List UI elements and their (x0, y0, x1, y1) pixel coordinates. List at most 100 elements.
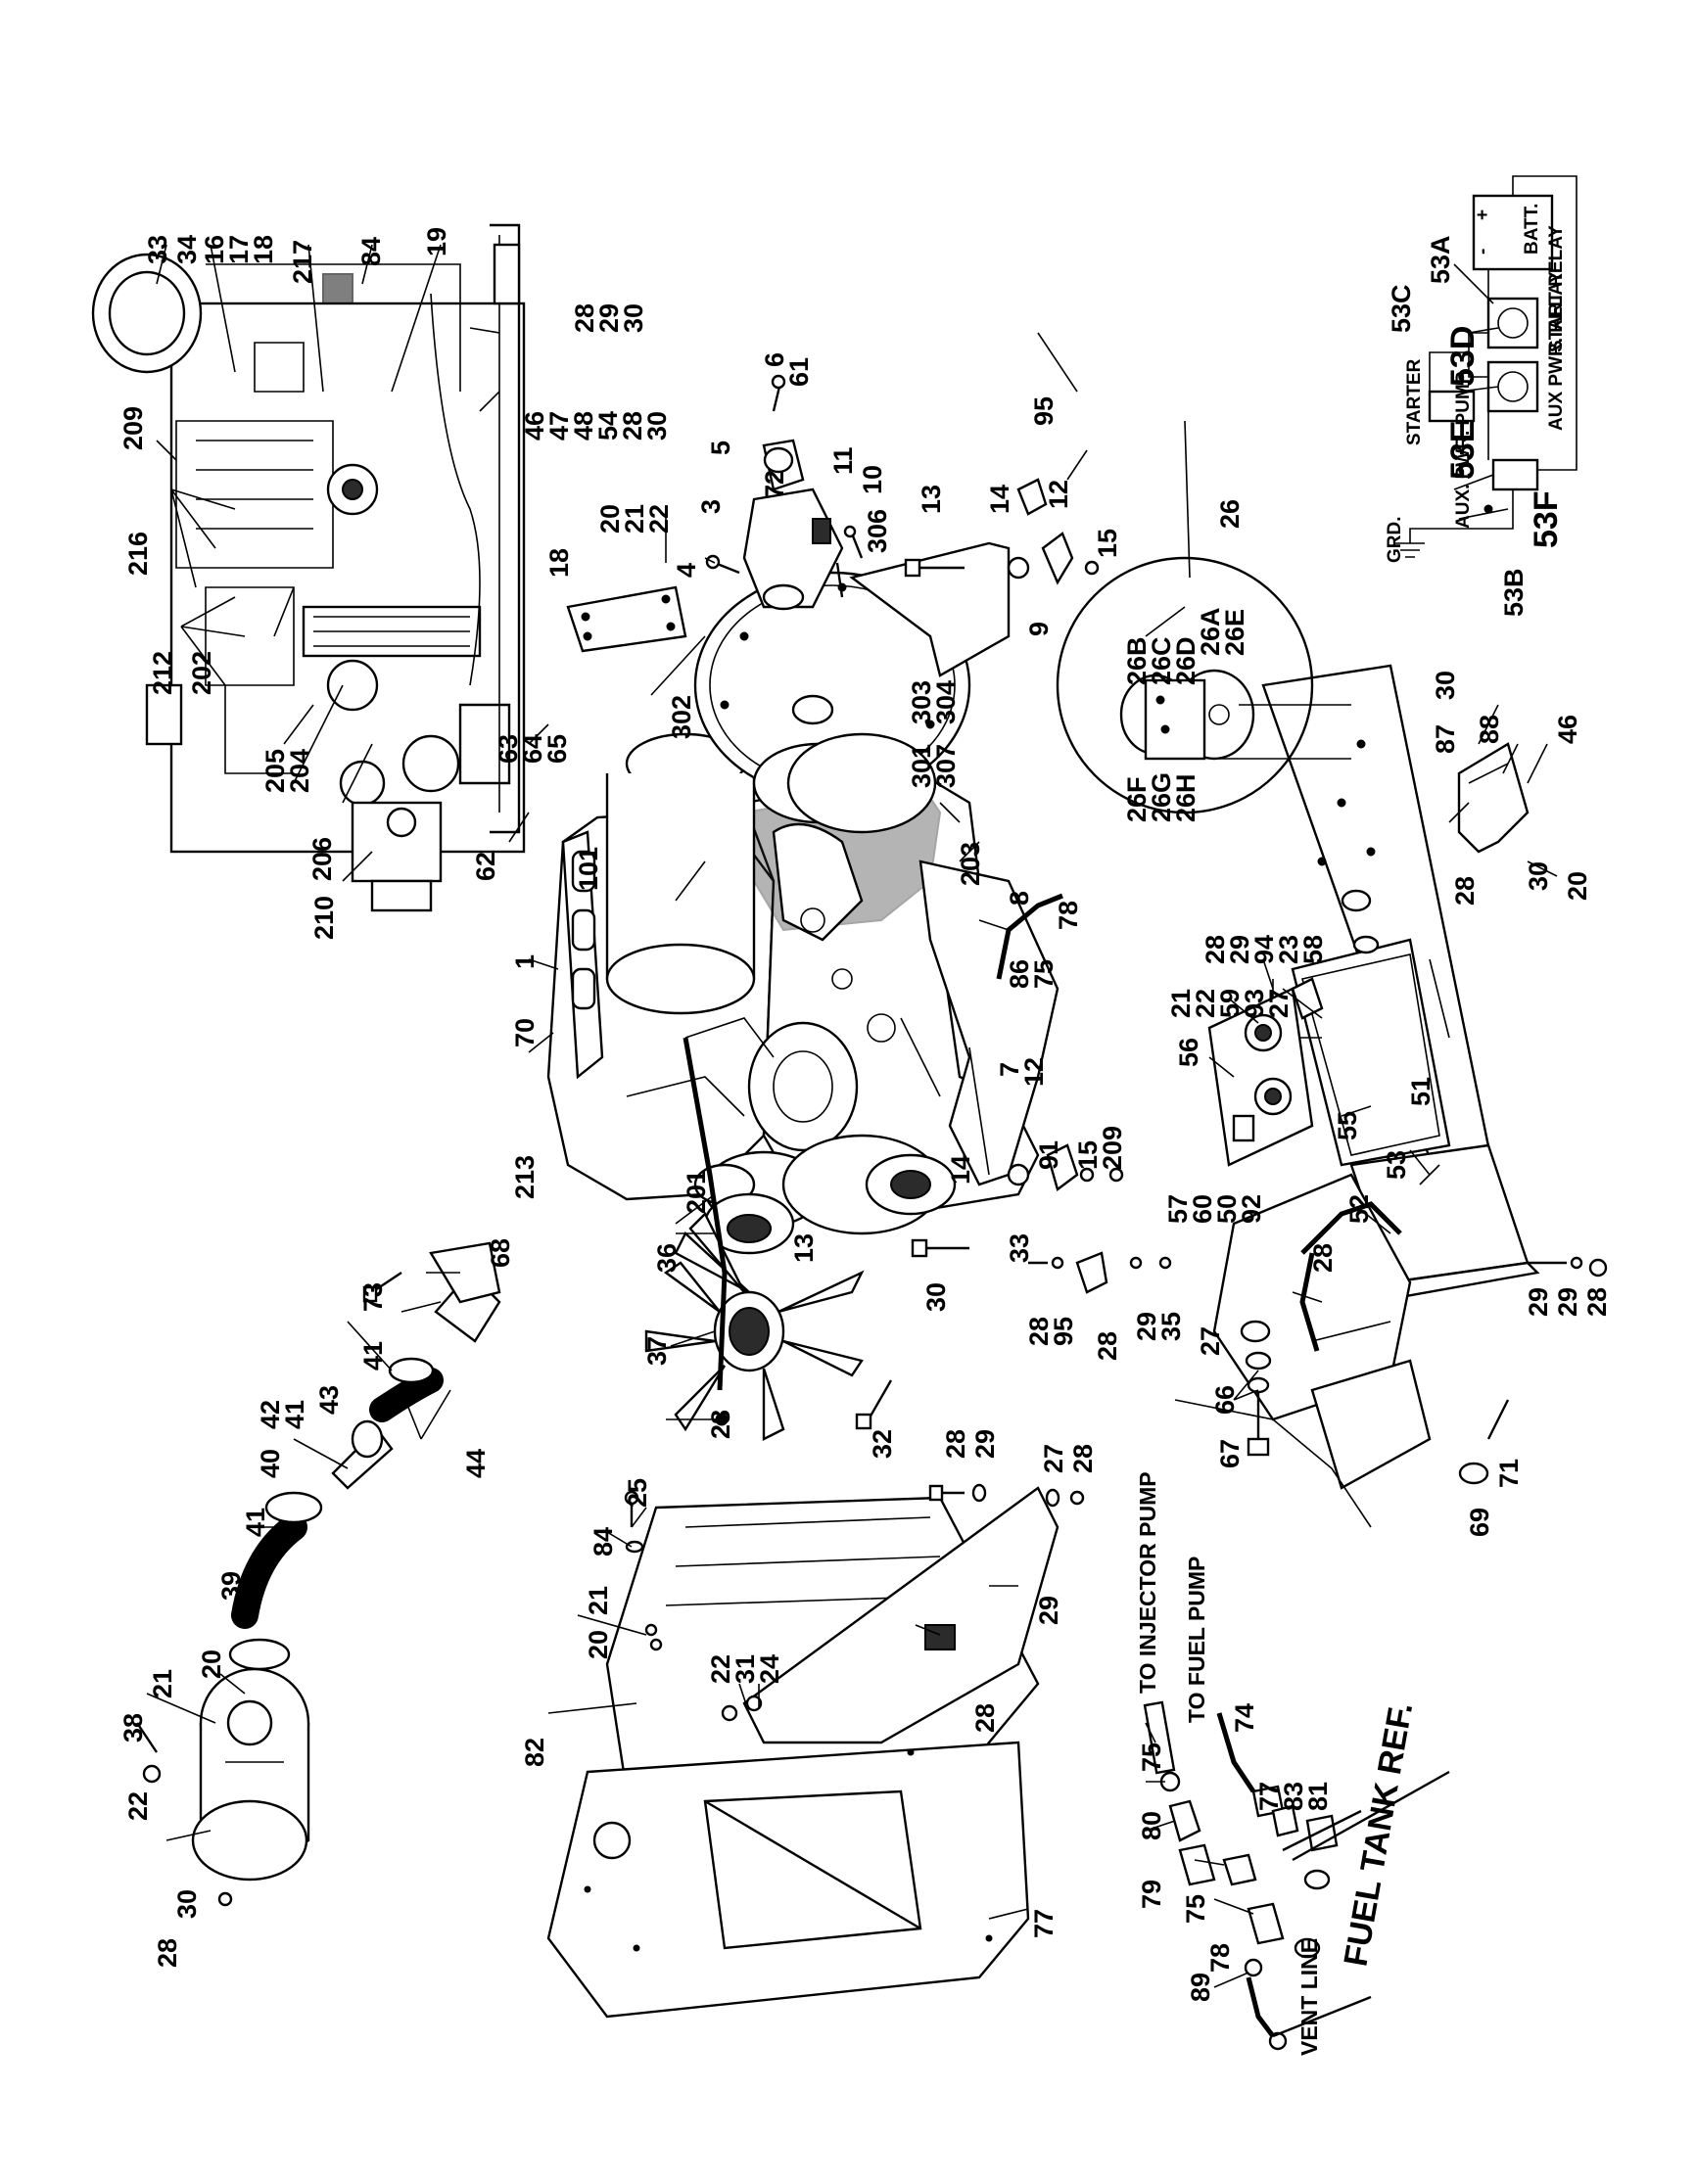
callout: 28 (618, 411, 647, 441)
note-to-injector-pump: TO INJECTOR PUMP (1135, 1471, 1160, 1694)
callout: 67 (1215, 1439, 1245, 1468)
callout: 71 (1494, 1459, 1524, 1488)
callout: 82 (520, 1738, 549, 1767)
callout: 30 (1524, 861, 1553, 891)
callout: 12 (1019, 1057, 1049, 1087)
callout: 89 (1186, 1973, 1215, 2002)
callout: 28 (970, 1703, 1000, 1733)
aux-pwr-relay-label: AUX PWR. RELAY (1546, 271, 1567, 431)
callout: 46 (520, 411, 549, 441)
note-fuel-tank-ref: FUEL TANK REF. (1337, 1699, 1420, 1969)
callout: 53 (1382, 1150, 1411, 1180)
callout: 38 (118, 1713, 148, 1743)
callout: 75 (1181, 1894, 1210, 1924)
callout: 36 (652, 1243, 682, 1273)
callout: 75 (1137, 1743, 1166, 1772)
callout: 204 (285, 749, 314, 793)
callout: 84 (356, 237, 386, 266)
callout: 202 (187, 651, 216, 695)
callout: 22 (1191, 989, 1220, 1018)
callout: 11 (828, 446, 858, 475)
callout: 307 (931, 744, 961, 788)
callout: 50 (1212, 1194, 1242, 1224)
callout: 6 (760, 352, 789, 367)
callout: 41 (358, 1341, 388, 1371)
battery-label: BATT. (1522, 204, 1542, 255)
callout: 52 (1344, 1194, 1374, 1224)
callout: 26D (1171, 636, 1201, 685)
callout: 86 (1005, 959, 1034, 989)
callout: 19 (422, 227, 451, 256)
notes: TO INJECTOR PUMP TO FUEL PUMP FUEL TANK … (1135, 1471, 1420, 2056)
callout: 28 (1450, 876, 1480, 906)
callout: 306 (863, 509, 892, 553)
callout: 72 (760, 470, 789, 499)
callout: 42 (256, 1400, 285, 1429)
leader-lines (146, 244, 1558, 1988)
callout: 21 (148, 1669, 177, 1698)
callout: 29 (1225, 935, 1254, 964)
callout: 26E (1220, 609, 1249, 656)
callout: 30 (642, 411, 672, 441)
callout: 24 (755, 1654, 784, 1684)
callout: 10 (858, 465, 887, 494)
callout: 83 (1279, 1782, 1308, 1811)
callout: 30 (1431, 671, 1460, 700)
callout: 88 (1475, 715, 1504, 744)
engine-assembly (546, 732, 1059, 1255)
callout: 14 (985, 485, 1014, 514)
callout: 26A (1196, 607, 1225, 656)
callout: 63 (494, 734, 523, 764)
callout: 29 (970, 1429, 1000, 1459)
callout: 302 (667, 695, 696, 739)
callout: 53B (1499, 568, 1529, 617)
callout: 28 (1093, 1331, 1122, 1361)
callout: 66 (1210, 1385, 1240, 1415)
callout: 44 (461, 1449, 491, 1478)
callout: 37 (642, 1336, 672, 1366)
callout: 205 (260, 749, 290, 793)
callout: 54 (593, 411, 623, 441)
callout: 23 (1274, 935, 1303, 964)
callout: 21 (584, 1586, 613, 1615)
callout-labels: 33 34 16 17 18 217 84 19 28 29 30 209 46… (118, 227, 1612, 2002)
callout: 209 (1098, 1126, 1127, 1170)
callout: 203 (956, 842, 985, 886)
callout: 15 (1073, 1140, 1103, 1170)
callout: 91 (1034, 1140, 1063, 1170)
callout: 39 (216, 1571, 246, 1601)
callout: 43 (314, 1385, 344, 1415)
start-relay-label: START RELAY (1546, 225, 1567, 352)
callout: 212 (148, 651, 177, 695)
callout: 78 (1054, 901, 1083, 930)
callout: 216 (123, 532, 153, 576)
callout: 79 (1137, 1880, 1166, 1909)
callout: 22 (706, 1654, 735, 1684)
callout: 59 (1215, 989, 1245, 1018)
callout: 22 (644, 504, 674, 534)
callout: 26G (1147, 772, 1176, 822)
callout: 58 (1298, 935, 1328, 964)
callout: 13 (917, 485, 946, 514)
callout: 33 (143, 235, 172, 264)
callout: 69 (1465, 1508, 1494, 1537)
callout: 28 (1024, 1317, 1054, 1346)
callout: 15 (1093, 529, 1122, 558)
callout: 14 (946, 1155, 975, 1185)
callout: 26C (1147, 636, 1176, 685)
callout: 29 (1524, 1287, 1553, 1317)
callout: 201 (682, 1170, 711, 1214)
callout: 213 (510, 1155, 540, 1199)
grd-label: GRD. (1385, 517, 1405, 564)
callout: 27 (1039, 1444, 1068, 1473)
minus-sign: - (1473, 249, 1493, 255)
callout: 18 (249, 235, 278, 264)
callout: 80 (1137, 1811, 1166, 1840)
callout: 20 (1563, 871, 1592, 901)
callout: 26F (1122, 776, 1152, 822)
callout: 25 (623, 1478, 652, 1508)
callout: 304 (931, 680, 961, 724)
callout: 9 (1024, 622, 1054, 636)
callout: 65 (542, 734, 572, 764)
callout: 53D (1444, 326, 1482, 387)
